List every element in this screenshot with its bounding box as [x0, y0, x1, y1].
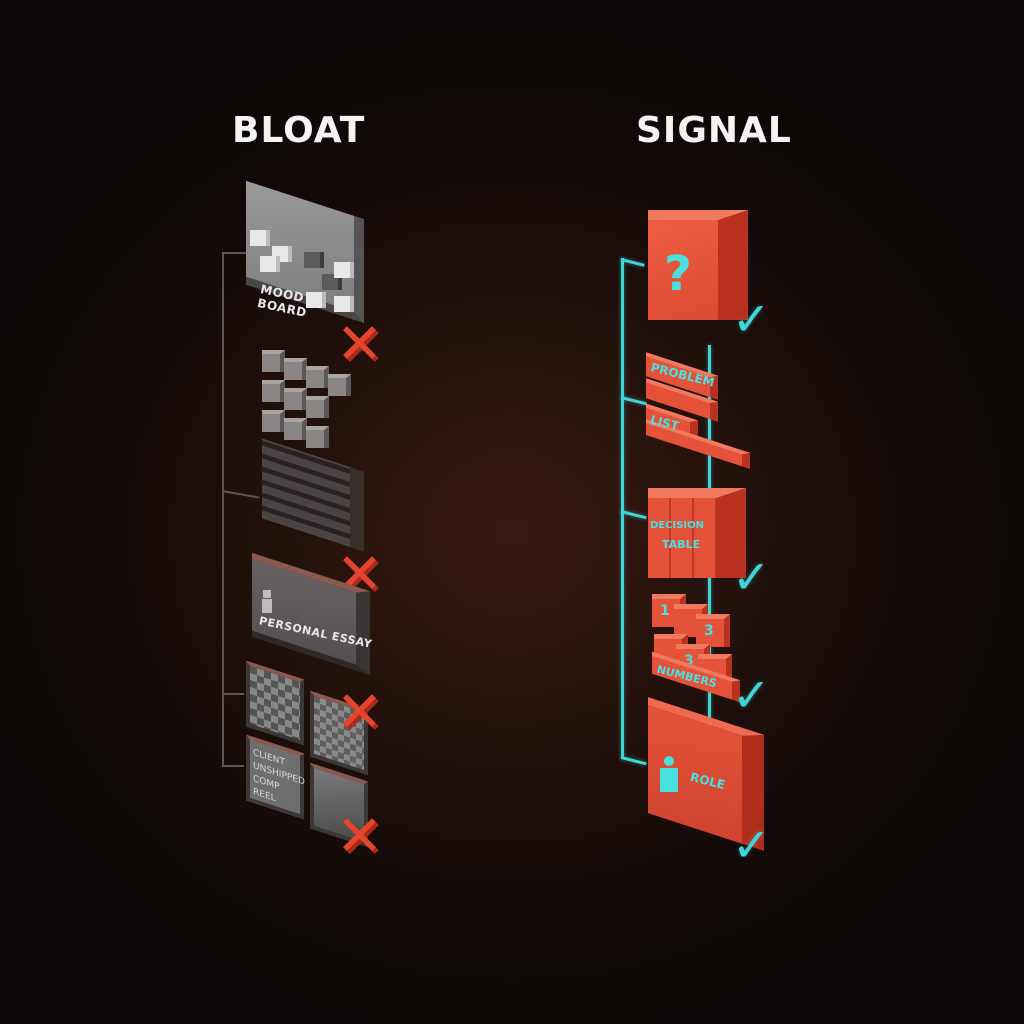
digit: 3 [704, 623, 714, 639]
mood-board: MOOD BOARD [246, 180, 364, 324]
bloat-branch-line [222, 693, 244, 695]
problem-list-block: PROBLEM LIST [646, 352, 756, 470]
x-icon: ✕ [336, 312, 383, 377]
decision-table-cube: DECISION TABLE [648, 488, 746, 578]
person-icon [262, 590, 272, 613]
signal-spine-line [621, 258, 624, 758]
check-icon: ✓ [732, 550, 771, 604]
numbers-block: 1 3 3 NUMBERS [652, 594, 752, 714]
signal-branch-line [620, 756, 647, 766]
role-block: ROLE [648, 697, 778, 856]
bloat-branch-line [222, 252, 246, 254]
person-icon [660, 756, 678, 792]
decision-table-label-line1: DECISION [650, 520, 704, 531]
check-icon: ✓ [732, 668, 771, 722]
signal-branch-line [620, 396, 647, 406]
bloat-branch-line [221, 490, 260, 499]
digit: 1 [660, 603, 670, 619]
check-icon: ✓ [732, 292, 771, 346]
digit: 3 [684, 653, 694, 669]
image-frame [246, 660, 304, 746]
signal-title: SIGNAL [636, 110, 792, 151]
x-icon: ✕ [336, 804, 383, 869]
check-icon: ✓ [732, 818, 771, 872]
question-mark-icon: ? [664, 246, 692, 302]
decision-table-label-line2: TABLE [662, 538, 701, 551]
loose-cubes [260, 350, 360, 448]
client-comp-reel-frame: CLIENT UNSHIPPED COMP REEL [246, 734, 305, 820]
client-comp-reel-label: CLIENT UNSHIPPED COMP REEL [253, 747, 305, 805]
bloat-title: BLOAT [232, 110, 366, 151]
signal-branch-line [620, 510, 647, 520]
signal-branch-line [620, 258, 645, 267]
personal-essay-block: PERSONAL ESSAY [252, 552, 382, 676]
bloat-spine-line [222, 252, 224, 767]
x-icon: ✕ [336, 680, 383, 745]
bloat-branch-line [222, 765, 244, 767]
question-cube: ? [648, 210, 748, 320]
